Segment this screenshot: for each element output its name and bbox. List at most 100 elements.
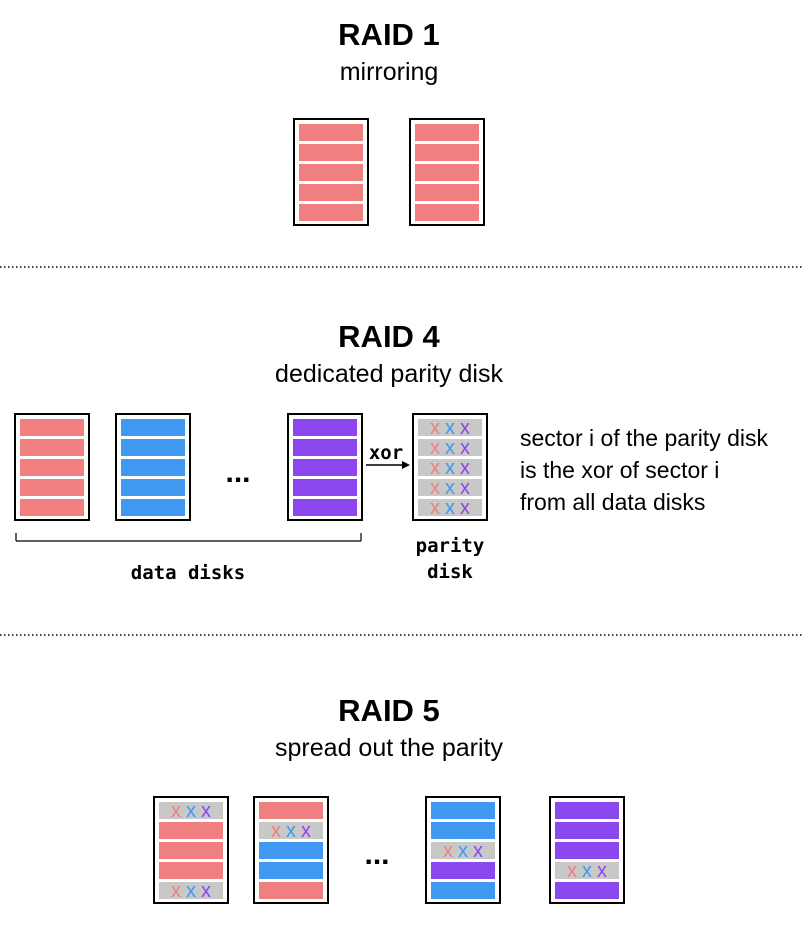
raid4-title: RAID 4 bbox=[338, 319, 440, 354]
parity-note-line2: is the xor of sector i bbox=[520, 457, 719, 483]
xor-glyph: x bbox=[430, 457, 440, 479]
xor-glyph: x bbox=[201, 880, 211, 902]
red-sector bbox=[415, 204, 479, 221]
xor-glyph: x bbox=[458, 840, 468, 862]
parity-sector bbox=[159, 802, 223, 819]
raid4-data-disk-1 bbox=[14, 413, 90, 521]
red-sector bbox=[299, 144, 363, 161]
raid1-title: RAID 1 bbox=[338, 17, 440, 52]
xor-label: xor bbox=[369, 442, 403, 464]
raid5-title: RAID 5 bbox=[338, 693, 440, 728]
red-sector bbox=[415, 164, 479, 181]
parity-sector bbox=[418, 479, 482, 496]
parity-sector bbox=[418, 459, 482, 476]
xor-glyph: x bbox=[301, 820, 311, 842]
blue-sector bbox=[121, 459, 185, 476]
xor-glyph: x bbox=[582, 860, 592, 882]
purple-sector bbox=[555, 822, 619, 839]
xor-glyph: x bbox=[445, 477, 455, 499]
xor-glyph: x bbox=[430, 477, 440, 499]
raid5-subtitle: spread out the parity bbox=[275, 734, 503, 762]
blue-sector bbox=[431, 822, 495, 839]
xor-glyph: x bbox=[473, 840, 483, 862]
parity-sector bbox=[555, 862, 619, 879]
purple-sector bbox=[293, 419, 357, 436]
parity-sector bbox=[159, 882, 223, 899]
parity-sector bbox=[259, 822, 323, 839]
xor-glyph: x bbox=[445, 437, 455, 459]
xor-glyph: x bbox=[445, 497, 455, 519]
red-sector bbox=[20, 479, 84, 496]
purple-sector bbox=[431, 862, 495, 879]
parity-note-line3: from all data disks bbox=[520, 489, 705, 515]
parity-disk-label-line1: parity bbox=[416, 535, 485, 557]
xor-glyph: x bbox=[460, 497, 470, 519]
purple-sector bbox=[555, 882, 619, 899]
xor-glyph: x bbox=[460, 477, 470, 499]
blue-sector bbox=[431, 882, 495, 899]
xor-glyph: x bbox=[430, 417, 440, 439]
red-sector bbox=[20, 499, 84, 516]
xor-glyph: x bbox=[171, 800, 181, 822]
red-sector bbox=[415, 184, 479, 201]
data-disks-label: data disks bbox=[131, 562, 245, 584]
red-sector bbox=[20, 419, 84, 436]
red-sector bbox=[20, 459, 84, 476]
red-sector bbox=[299, 204, 363, 221]
raid1-disk-2 bbox=[409, 118, 485, 226]
xor-glyph: x bbox=[430, 437, 440, 459]
raid4-data-disk-n bbox=[287, 413, 363, 521]
raid4-subtitle: dedicated parity disk bbox=[275, 360, 503, 388]
parity-note-line1: sector i of the parity disk bbox=[520, 425, 768, 451]
red-sector bbox=[299, 184, 363, 201]
blue-sector bbox=[121, 479, 185, 496]
xor-glyph: x bbox=[186, 880, 196, 902]
raid1-disk-1 bbox=[293, 118, 369, 226]
xor-glyph: x bbox=[460, 457, 470, 479]
xor-glyph: x bbox=[567, 860, 577, 882]
blue-sector bbox=[121, 439, 185, 456]
xor-glyph: x bbox=[201, 800, 211, 822]
red-sector bbox=[159, 822, 223, 839]
xor-glyph: x bbox=[445, 417, 455, 439]
xor-glyph: x bbox=[460, 437, 470, 459]
red-sector bbox=[299, 164, 363, 181]
xor-glyph: x bbox=[271, 820, 281, 842]
red-sector bbox=[159, 862, 223, 879]
blue-sector bbox=[121, 419, 185, 436]
purple-sector bbox=[555, 842, 619, 859]
xor-glyph: x bbox=[186, 800, 196, 822]
blue-sector bbox=[431, 802, 495, 819]
raid1-subtitle: mirroring bbox=[340, 58, 439, 86]
red-sector bbox=[259, 882, 323, 899]
blue-sector bbox=[259, 842, 323, 859]
raid5-ellipsis: ... bbox=[364, 838, 389, 871]
red-sector bbox=[299, 124, 363, 141]
xor-glyph: x bbox=[445, 457, 455, 479]
raid1-disk-group bbox=[293, 118, 485, 226]
purple-sector bbox=[293, 499, 357, 516]
parity-sector bbox=[418, 439, 482, 456]
xor-glyph: x bbox=[286, 820, 296, 842]
red-sector bbox=[415, 144, 479, 161]
red-sector bbox=[415, 124, 479, 141]
data-disks-bracket bbox=[15, 533, 362, 542]
raid4-ellipsis: ... bbox=[225, 456, 250, 489]
xor-glyph: x bbox=[430, 497, 440, 519]
purple-sector bbox=[293, 459, 357, 476]
parity-disk-label-line2: disk bbox=[427, 561, 473, 583]
raid4-data-disk-2 bbox=[115, 413, 191, 521]
red-sector bbox=[159, 842, 223, 859]
blue-sector bbox=[121, 499, 185, 516]
xor-glyph: x bbox=[171, 880, 181, 902]
purple-sector bbox=[293, 479, 357, 496]
xor-glyph: x bbox=[597, 860, 607, 882]
purple-sector bbox=[293, 439, 357, 456]
